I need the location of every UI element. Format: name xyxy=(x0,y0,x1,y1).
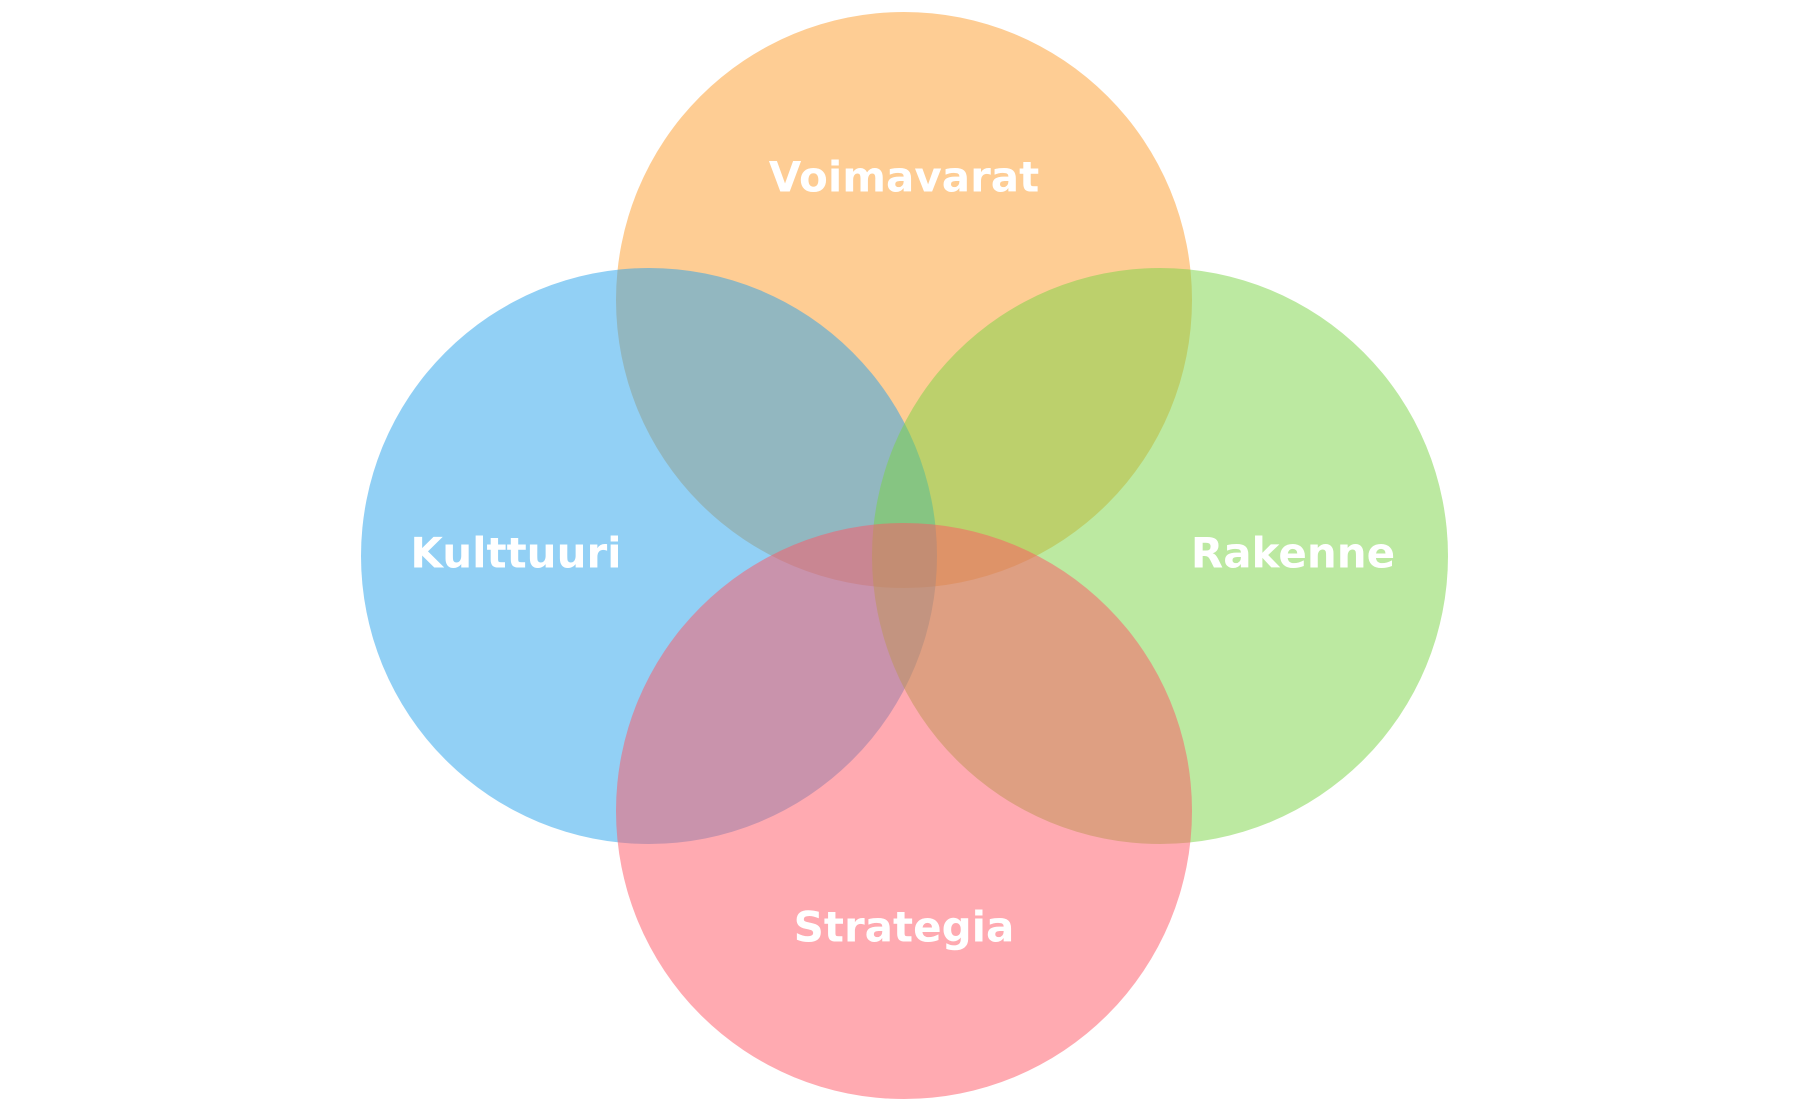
label-strategia: Strategia xyxy=(794,903,1015,952)
label-rakenne: Rakenne xyxy=(1191,529,1395,578)
circle-strategia xyxy=(616,523,1192,1099)
label-kulttuuri: Kulttuuri xyxy=(410,529,621,578)
label-voimavarat: Voimavarat xyxy=(769,153,1039,202)
